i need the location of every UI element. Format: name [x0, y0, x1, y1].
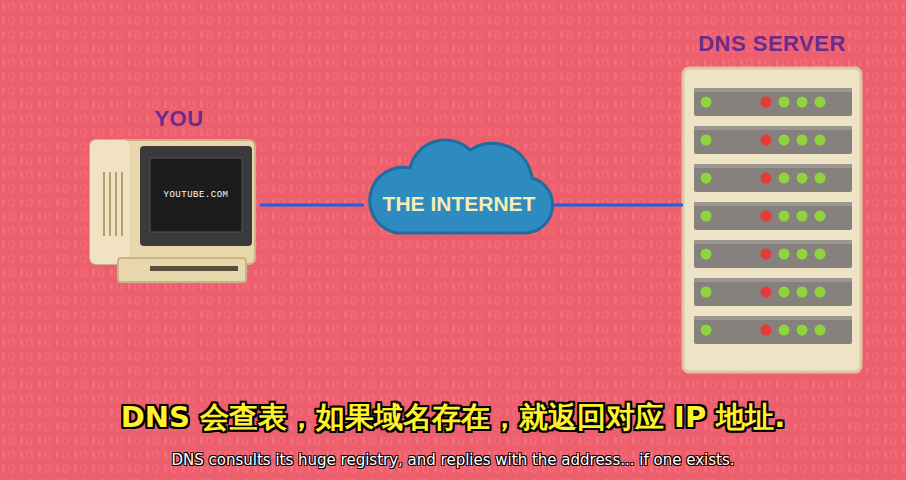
dns-server: DNS SERVER — [683, 28, 861, 374]
node-heading: YOU — [138, 106, 220, 132]
subtitle-chinese: DNS 会查表，如果域名存在，就返回对应 IP 地址. — [0, 398, 906, 436]
internet-cloud: THE INTERNET — [364, 140, 554, 236]
cloud-label: THE INTERNET — [364, 191, 554, 217]
network-link — [554, 205, 683, 206]
screen: YOUTUBE.COM — [150, 158, 242, 232]
network-link — [260, 205, 364, 206]
screen-text: YOUTUBE.COM — [150, 189, 242, 201]
node-heading: DNS SERVER — [683, 31, 861, 57]
computer: YOU YOUTUBE.COM — [88, 100, 260, 286]
subtitle-english: DNS consults its huge registry, and repl… — [0, 450, 906, 470]
